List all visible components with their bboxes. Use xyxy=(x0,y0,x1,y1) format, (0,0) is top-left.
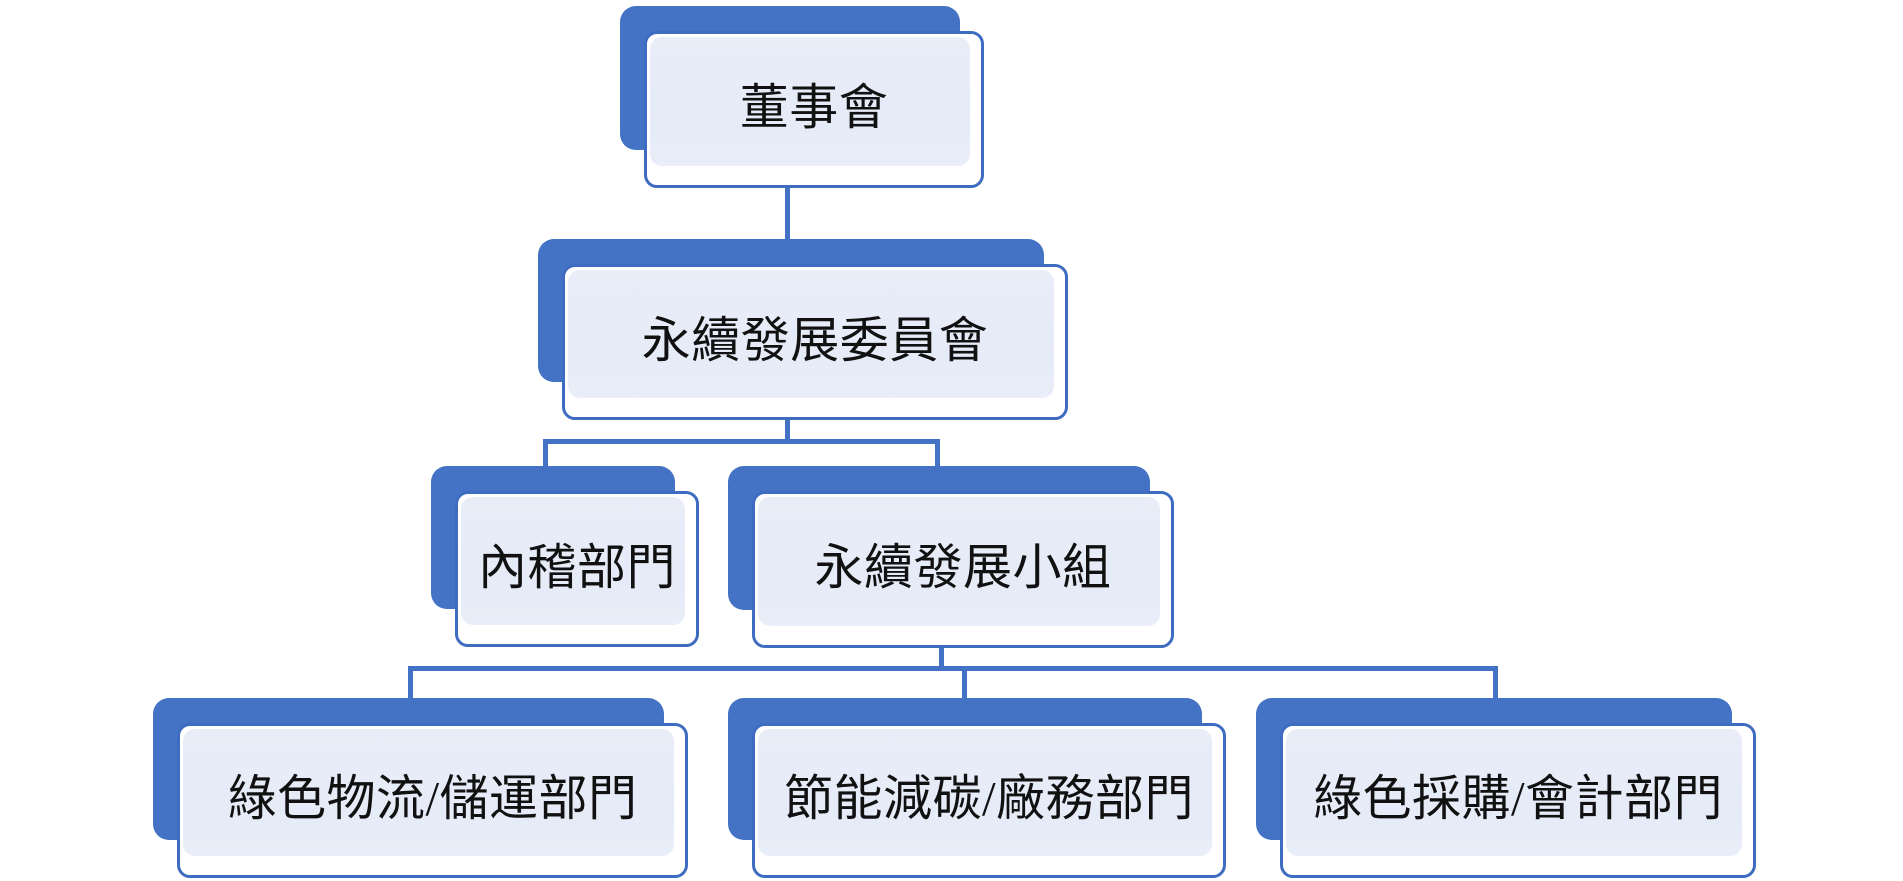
node-card-fill xyxy=(183,729,674,856)
connector-committee-bar xyxy=(543,439,940,444)
org-node-internal-audit: 內稽部門 xyxy=(431,466,699,647)
node-label: 董事會 xyxy=(739,80,889,135)
org-node-sustainability-committee: 永續發展委員會 xyxy=(538,239,1068,420)
node-card-fill xyxy=(1286,729,1742,856)
node-card: 節能減碳/廠務部門 xyxy=(752,723,1226,878)
node-card: 永續發展委員會 xyxy=(562,264,1068,420)
connector-board-to-committee xyxy=(785,184,790,241)
connector-committee-stem xyxy=(785,414,790,444)
node-label: 永續發展委員會 xyxy=(641,312,989,368)
org-node-board: 董事會 xyxy=(620,6,984,188)
org-node-green-logistics: 綠色物流/儲運部門 xyxy=(153,698,688,878)
node-card-fill xyxy=(568,270,1054,398)
connector-team-bar xyxy=(408,666,1498,671)
node-card: 綠色採購/會計部門 xyxy=(1280,723,1756,878)
connector-team-stem xyxy=(939,645,944,671)
org-node-sustainability-team: 永續發展小組 xyxy=(728,466,1174,648)
connector-drop-green-procurement xyxy=(1493,666,1498,700)
connector-drop-energy-carbon xyxy=(962,666,967,700)
node-card: 內稽部門 xyxy=(455,491,699,647)
org-node-energy-carbon: 節能減碳/廠務部門 xyxy=(728,698,1226,878)
node-label: 永續發展小組 xyxy=(814,540,1112,595)
node-label: 綠色物流/儲運部門 xyxy=(227,771,638,826)
node-label: 綠色採購/會計部門 xyxy=(1312,771,1724,826)
node-label: 內稽部門 xyxy=(477,539,676,595)
node-card-fill xyxy=(758,497,1160,626)
org-node-green-procurement: 綠色採購/會計部門 xyxy=(1256,698,1756,878)
node-card: 綠色物流/儲運部門 xyxy=(177,723,688,878)
node-card-fill xyxy=(650,37,970,166)
node-label: 節能減碳/廠務部門 xyxy=(783,771,1195,826)
connector-drop-internal-audit xyxy=(543,439,548,469)
connector-drop-sustainability-team xyxy=(935,439,940,469)
node-card-fill xyxy=(461,497,685,625)
connector-drop-green-logistics xyxy=(408,666,413,700)
node-card-fill xyxy=(758,729,1212,856)
node-card: 永續發展小組 xyxy=(752,491,1174,648)
node-card: 董事會 xyxy=(644,31,984,188)
